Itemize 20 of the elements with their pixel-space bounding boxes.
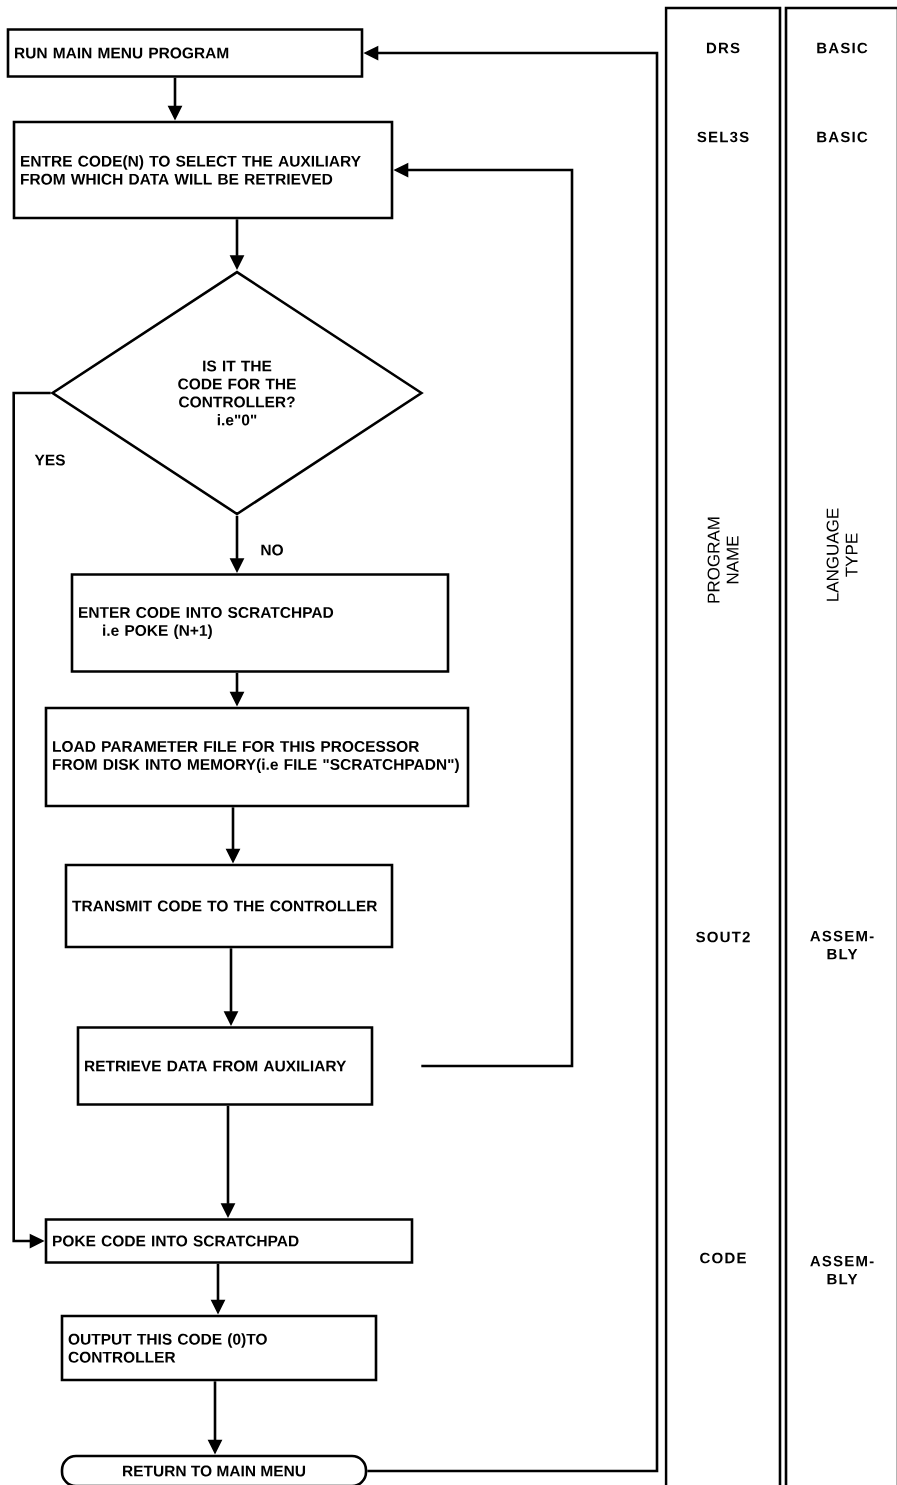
process-box: TRANSMIT CODE TO THE CONTROLLER (64, 863, 394, 949)
table-cell-text: SEL3S (697, 131, 749, 143)
table-cell-text: BASIC (817, 131, 868, 143)
process-box: ENTER CODE INTO SCRATCHPAD i.e POKE (N+1) (70, 573, 450, 673)
column-heading: LANGUAGE TYPE (826, 508, 858, 601)
table-cell-text: ASSEM- BLY (810, 1255, 874, 1285)
table-cell-text: CODE (700, 1252, 746, 1264)
table-cell-text: DRS (707, 42, 740, 54)
process-box: RETRIEVE DATA FROM AUXILIARY (76, 1026, 374, 1106)
table-cell-text: BASIC (817, 42, 868, 54)
table-cell-text: SOUT2 (696, 931, 750, 943)
terminal-box: RETURN TO MAIN MENU (60, 1454, 368, 1485)
process-box: RUN MAIN MENU PROGRAM (6, 28, 364, 78)
process-box: ENTRE CODE(N) TO SELECT THE AUXILIARY FROM WHICH DATA WILL BE RETRIEVED (12, 120, 394, 220)
column-heading: PROGRAM NAME (707, 517, 739, 603)
edge-label: NO (259, 543, 285, 557)
process-box: POKE CODE INTO SCRATCHPAD (44, 1218, 414, 1264)
process-box: LOAD PARAMETER FILE FOR THIS PROCESSOR FROM DISK INTO MEMORY(i.e FILE "SCRATCHPADN") (44, 706, 470, 808)
table-cell-text: ASSEM- BLY (810, 930, 874, 960)
process-box: OUTPUT THIS CODE (0)TO CONTROLLER (60, 1314, 378, 1382)
